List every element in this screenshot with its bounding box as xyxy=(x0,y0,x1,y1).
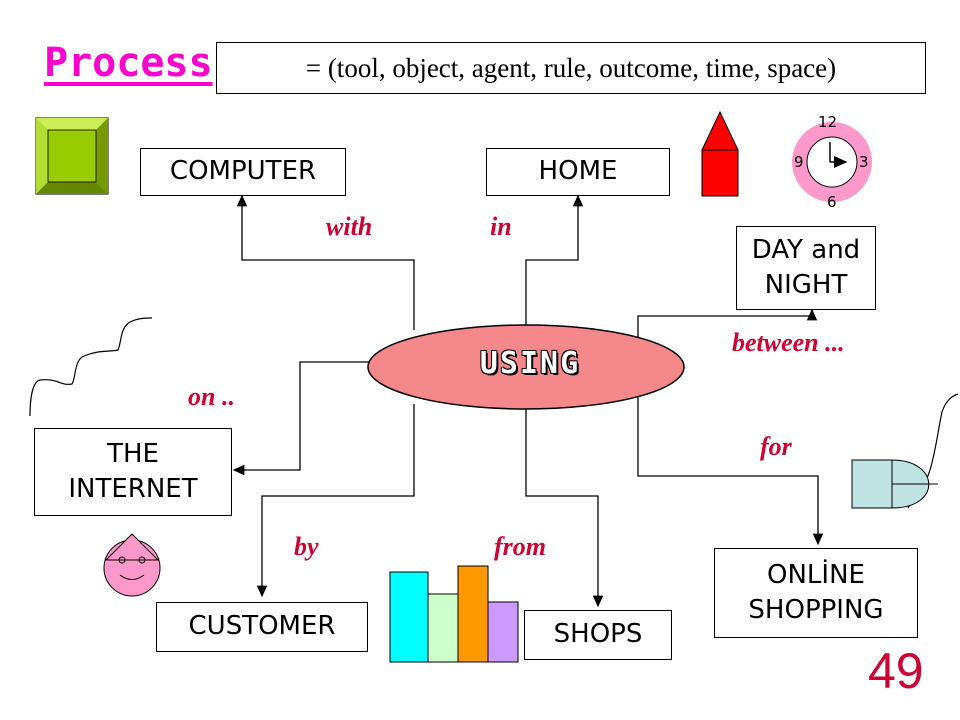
node-shops-label: SHOPS xyxy=(553,619,643,650)
center-ellipse xyxy=(367,324,685,410)
page-title: Process xyxy=(44,40,213,86)
relation-for: for xyxy=(760,432,792,461)
clock-icon xyxy=(792,122,872,202)
node-internet: THE INTERNET xyxy=(34,428,232,516)
node-day-night-line2: NIGHT xyxy=(764,270,848,300)
clock-number-9: 9 xyxy=(794,153,804,171)
node-home: HOME xyxy=(486,148,670,196)
green-square-icon xyxy=(35,117,109,195)
relation-with: with xyxy=(326,212,373,241)
node-home-label: HOME xyxy=(538,156,618,187)
node-shops: SHOPS xyxy=(524,610,672,660)
node-internet-line2: INTERNET xyxy=(68,474,198,504)
connector-customer xyxy=(256,404,415,598)
node-internet-line1: THE xyxy=(107,438,159,469)
node-computer-label: COMPUTER xyxy=(169,156,317,187)
relation-between: between ... xyxy=(732,328,845,357)
connector-internet xyxy=(232,361,372,476)
node-customer: CUSTOMER xyxy=(156,602,368,652)
formula-text: = (tool, object, agent, rule, outcome, t… xyxy=(305,52,837,83)
face-icon xyxy=(103,533,161,597)
house-icon xyxy=(701,110,739,197)
center-label: USING xyxy=(479,346,581,381)
shop-bars-icon xyxy=(389,565,519,663)
node-computer: COMPUTER xyxy=(140,148,346,196)
relation-by: by xyxy=(294,532,319,561)
node-online-line2: SHOPPING xyxy=(748,595,884,625)
relation-on: on .. xyxy=(188,382,235,411)
connector-home xyxy=(525,194,584,330)
connector-shops xyxy=(525,404,604,608)
connector-computer xyxy=(236,194,415,330)
relation-from: from xyxy=(494,532,546,561)
node-online-shopping: ONLİNE SHOPPING xyxy=(714,548,918,638)
connector-online xyxy=(637,372,824,546)
clock-number-3: 3 xyxy=(859,153,869,171)
node-day-night-line1: DAY and xyxy=(751,234,861,265)
clock-number-12: 12 xyxy=(818,113,838,131)
node-day-night: DAY and NIGHT xyxy=(736,226,876,310)
squiggle-left-icon xyxy=(29,317,153,417)
node-online-line1: ONLİNE xyxy=(767,559,865,590)
page-number: 49 xyxy=(868,643,924,699)
relation-in: in xyxy=(490,212,512,241)
formula-box: = (tool, object, agent, rule, outcome, t… xyxy=(216,42,926,94)
half-disc-icon xyxy=(851,459,938,509)
node-customer-label: CUSTOMER xyxy=(188,611,336,642)
clock-number-6: 6 xyxy=(827,193,837,211)
